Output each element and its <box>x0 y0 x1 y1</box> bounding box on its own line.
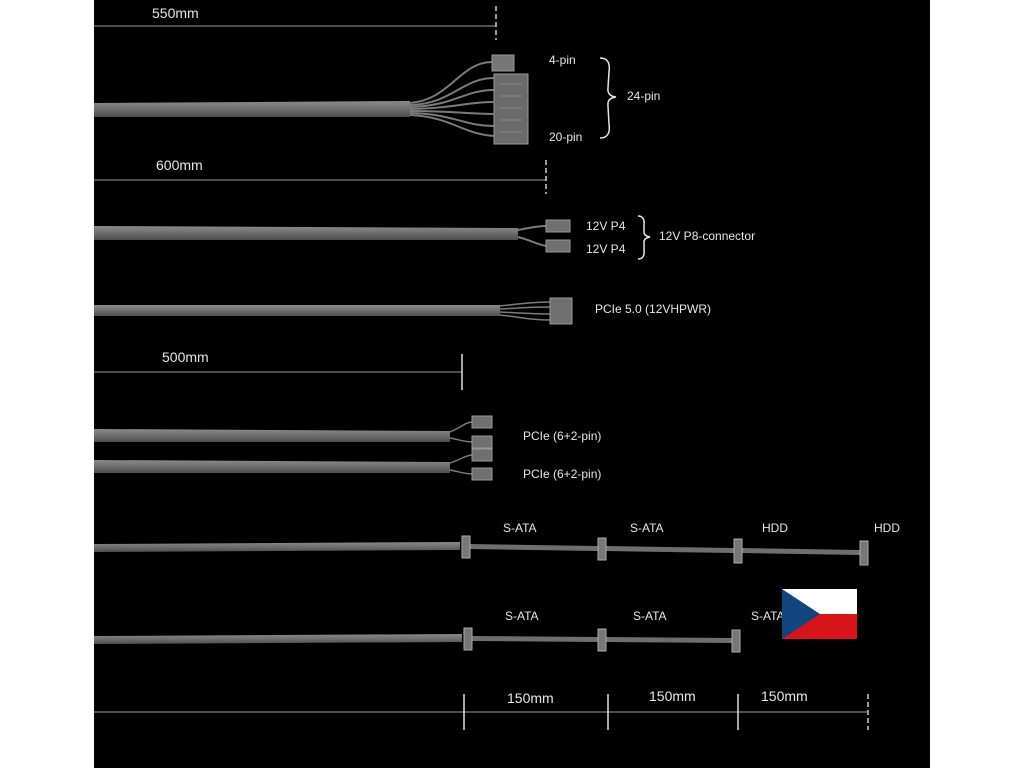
sata-plain-connector-3 <box>731 629 741 653</box>
main-length-label: 550mm <box>152 5 199 21</box>
pcie-label-b: PCIe (6+2-pin) <box>523 467 601 481</box>
measure-sata-segments: 150mm 150mm 150mm <box>94 688 869 730</box>
pcie-length-label: 500mm <box>162 349 209 365</box>
cpu-p4-label-a: 12V P4 <box>586 219 626 233</box>
sata-hdd-cable: S-ATA S-ATA HDD HDD <box>94 521 900 566</box>
measure-500mm: 500mm <box>94 349 463 390</box>
pcie-label-a: PCIe (6+2-pin) <box>523 429 601 443</box>
sata-hdd-label-4: HDD <box>874 521 900 535</box>
sata-plain-connector-2 <box>597 628 607 652</box>
sata-label-3: S-ATA <box>751 609 785 623</box>
sata-connector-2 <box>597 537 607 561</box>
cpu-length-label: 600mm <box>156 157 203 173</box>
segment-1-label: 150mm <box>507 690 554 706</box>
cpu-p4-connector-a <box>545 219 571 233</box>
cpu-p4-label-b: 12V P4 <box>586 242 626 256</box>
pcie-cable-b: PCIe (6+2-pin) <box>94 448 601 481</box>
sata-label-1: S-ATA <box>505 609 539 623</box>
sata-connector-1 <box>461 535 471 559</box>
sata-plain-connector-1 <box>463 627 473 651</box>
atx-4pin-label: 4-pin <box>549 53 576 67</box>
sata-cable: S-ATA S-ATA S-ATA <box>94 609 785 653</box>
pcie-cable-a: PCIe (6+2-pin) <box>94 415 601 449</box>
atx-24pin-cable: 4-pin 20-pin 24-pin <box>94 53 660 145</box>
sata-label-2: S-ATA <box>633 609 667 623</box>
pcie5-cable: PCIe 5.0 (12VHPWR) <box>94 297 711 325</box>
measure-550mm: 550mm <box>94 5 497 40</box>
segment-3-label: 150mm <box>761 688 808 704</box>
atx-brace <box>599 57 617 139</box>
sata-hdd-label-3: HDD <box>762 521 788 535</box>
sata-hdd-label-1: S-ATA <box>503 521 537 535</box>
cpu-brace <box>637 215 651 260</box>
atx-20pin-label: 20-pin <box>549 130 582 144</box>
sata-hdd-label-2: S-ATA <box>630 521 664 535</box>
atx-24pin-label: 24-pin <box>627 89 660 103</box>
hdd-connector-2 <box>859 540 869 566</box>
segment-2-label: 150mm <box>649 688 696 704</box>
czech-flag-icon <box>782 589 857 639</box>
measure-600mm: 600mm <box>94 157 547 194</box>
atx-4pin-connector <box>491 54 515 72</box>
hdd-connector-1 <box>733 538 743 564</box>
cpu-p4-connector-b <box>545 239 571 253</box>
pcie5-label: PCIe 5.0 (12VHPWR) <box>595 302 711 316</box>
cpu-8pin-cable: 12V P4 12V P4 12V P8-connector <box>94 215 755 260</box>
cpu-8pin-label: 12V P8-connector <box>659 229 755 243</box>
pcie5-connector <box>549 297 573 325</box>
